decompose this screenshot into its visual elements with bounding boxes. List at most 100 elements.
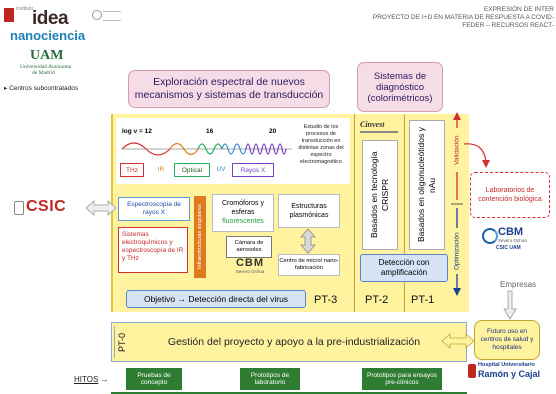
csic-double-arrow-icon (85, 200, 117, 216)
subcontracted-text: Centros subcontratados (9, 85, 79, 92)
band-xray-label: Rayos X (240, 166, 266, 174)
plasmonic-box: Estructuras plasmónicas (278, 194, 340, 228)
region-label-icon (103, 11, 121, 21)
pt3-title-line-2: mecanismos y sistemas de transducción (134, 89, 324, 101)
band-optical-label: Optical (181, 166, 203, 174)
aerosol-chamber-text: Cámara de aerosoles (234, 240, 264, 253)
milestone-2: Prototipos de laboratorio (240, 368, 300, 390)
xray-spectroscopy-text: Espectroscopía de rayos X (127, 201, 181, 216)
plasmonic-text: Estructuras plasmónicas (289, 203, 329, 219)
pt0-row (111, 322, 467, 362)
aerosol-chamber-box: Cámara de aerosoles (226, 236, 272, 258)
chromophores-box: Cromóforos y esferas fluorescentes (212, 194, 274, 232)
vertical-double-arrow-icon (300, 228, 316, 254)
curved-arrow-to-labs-icon (463, 143, 490, 168)
bullet-icon: ▸ (4, 85, 10, 92)
spectrum-scale-20: 20 (269, 128, 277, 135)
spectrum-panel: log ν = 12 16 20 THz IR Optical UV Rayos… (116, 118, 350, 184)
hospital-name-2: Ramón y Cajal (478, 369, 541, 379)
csic-emblem-icon (14, 201, 24, 215)
objective-text: Objetivo → Detección directa del virus (143, 294, 289, 304)
biocontainment-labs-text: Laboratorios de contención biológica (478, 187, 542, 203)
imdea-wordmark: idea (32, 8, 69, 29)
uam-logo: UAM Universidad Autónoma de Madrid (20, 48, 80, 76)
pt3-label: PT-3 (314, 294, 338, 306)
diagnostic-title: Sistemas de diagnóstico (colorimétricos) (367, 70, 433, 104)
band-ir: IR (154, 163, 168, 175)
imdea-logo: instituto idea nanociencia (4, 6, 124, 46)
hospital-name-1: Hospital Universitario (478, 362, 535, 368)
validation-label: Validación (452, 128, 462, 172)
hospital-emblem-icon (468, 364, 476, 378)
band-uv: UV (214, 163, 228, 175)
pt2-label: PT-2 (365, 294, 389, 306)
divider-pt2-pt1 (404, 114, 405, 312)
pt3-title-box: Exploración espectral de nuevos mecanism… (128, 70, 330, 108)
electrochemical-text: Sistemas electroquímicos y espectroscopí… (122, 231, 184, 262)
uam-name-1: Universidad Autónoma (20, 64, 72, 70)
spectrum-note: Estudio de los procesos de transducción … (298, 124, 344, 165)
pt0-text: Gestión del proyecto y apoyo a la pre-in… (167, 336, 421, 348)
milestone-2-text: Prototipos de laboratorio (250, 371, 290, 387)
band-ir-label: IR (157, 165, 165, 173)
fluorescent-text: fluorescentes (222, 218, 264, 225)
pt1-oligo-box: Basados en oligonucleótidos y nAu (409, 120, 445, 250)
header-line-3: FEDER – RECURSOS REACT- (462, 22, 554, 29)
cbm-swirl-icon (482, 228, 498, 244)
arrow-to-future-icon (503, 290, 517, 320)
pt0-label: PT-0 (114, 326, 129, 358)
chromophores-text: Cromóforos y esferas (221, 200, 264, 216)
companies-label: Empresas (500, 280, 537, 289)
band-optical: Optical (174, 163, 210, 177)
cbm-sub: Severo Ochoa (498, 238, 527, 243)
nanofab-box: Centro de micro/ nano-fabricación (278, 254, 340, 276)
cbm-text: CBM (498, 226, 524, 238)
optimization-label: Optimización (452, 228, 462, 274)
milestone-1-text: Pruebas de concepto (137, 371, 171, 387)
imdea-small-text: instituto (16, 6, 34, 12)
biocontainment-labs-box: Laboratorios de contención biológica (470, 172, 550, 218)
cbm-csic-uam: CSIC UAM (496, 245, 521, 251)
milestones-label: HITOS → (74, 375, 109, 384)
detection-amplification-box: Detección con amplificación (360, 254, 448, 282)
header-line-2: PROYECTO DE I+D EN MATERIA DE RESPUESTA … (372, 14, 554, 21)
future-use-text: Futuro uso en centros de salud y hospita… (480, 328, 534, 351)
band-uv-label: UV (216, 165, 226, 173)
cbm-center-text: CBM (235, 257, 265, 269)
wave-icon (121, 142, 292, 156)
subcontracted-label: ▸ Centros subcontratados (4, 84, 78, 92)
milestones-label-text: HITOS (74, 375, 99, 384)
spectrum-scale-16: 16 (206, 128, 214, 135)
pt0-double-arrow-icon (441, 333, 475, 349)
pt3-title-line-1: Exploración espectral de nuevos (153, 76, 305, 88)
pt1-oligo-text: Basados en oligonucleótidos y nAu (416, 127, 437, 243)
csic-logo: CSIC (14, 198, 84, 218)
header-line-1: EXPRESIÓN DE INTER (483, 6, 554, 13)
spectrum-scale-12: log ν = 12 (122, 128, 152, 135)
imdea-subtitle: nanociencia (10, 28, 86, 43)
xray-spectroscopy-box: Espectroscopía de rayos X (118, 197, 190, 221)
csic-text: CSIC (26, 198, 67, 215)
band-xray: Rayos X (232, 163, 274, 177)
pt2-technology-box: Basados en tecnología CRISPR (362, 140, 398, 250)
electrochemical-box: Sistemas electroquímicos y espectroscopí… (118, 227, 188, 273)
band-thz-label: THz (126, 166, 138, 174)
milestone-3-text: Prototipos para ensayos pre-clínicos (366, 371, 438, 387)
madrid-emblem-icon (92, 10, 102, 20)
infrastructure-text: Infraestructuras singulares (197, 204, 203, 270)
detection-amplification-text: Detección con amplificación (378, 258, 430, 277)
milestone-1: Pruebas de concepto (126, 368, 182, 390)
nanofab-text: Centro de micro/ nano-fabricación (279, 258, 339, 271)
pt2-technology-text: Basados en tecnología CRISPR (369, 151, 390, 239)
infrastructure-bar: Infraestructuras singulares (194, 196, 206, 278)
cbm-center-sub: Severo Ochoa (235, 269, 265, 274)
band-thz: THz (120, 163, 144, 177)
pt2-brand: Cinvest (360, 120, 385, 129)
uam-name-2: de Madrid (32, 70, 55, 76)
divider-pt3-pt2 (354, 114, 355, 312)
diagnostic-title-box: Sistemas de diagnóstico (colorimétricos) (357, 62, 443, 112)
future-use-box: Futuro uso en centros de salud y hospita… (474, 320, 540, 360)
milestone-3: Prototipos para ensayos pre-clínicos (362, 368, 442, 390)
uam-mark: UAM (30, 48, 64, 63)
objective-box: Objetivo → Detección directa del virus (126, 290, 306, 308)
